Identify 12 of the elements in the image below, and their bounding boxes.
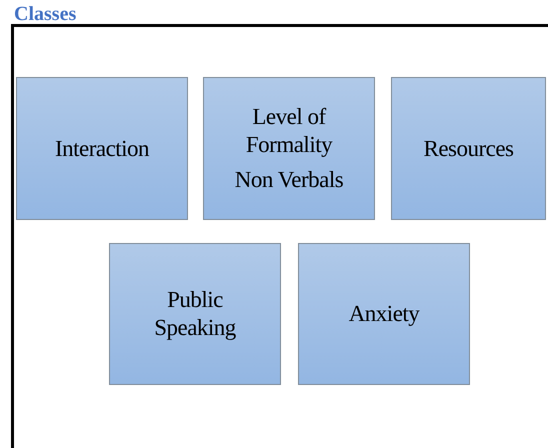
category-box xyxy=(298,243,470,385)
box-label: Anxiety xyxy=(348,300,420,328)
box-label: Resources xyxy=(423,134,514,162)
box-label: Level of Formality xyxy=(244,103,334,158)
box-label: Public Speaking xyxy=(153,286,237,342)
frame-title: Classes xyxy=(14,3,76,26)
category-box xyxy=(16,77,188,220)
category-box xyxy=(391,77,546,220)
box-label: Non Verbals xyxy=(234,166,344,194)
category-box xyxy=(109,243,281,385)
box-label: Interaction xyxy=(54,134,150,162)
category-box xyxy=(203,77,375,220)
